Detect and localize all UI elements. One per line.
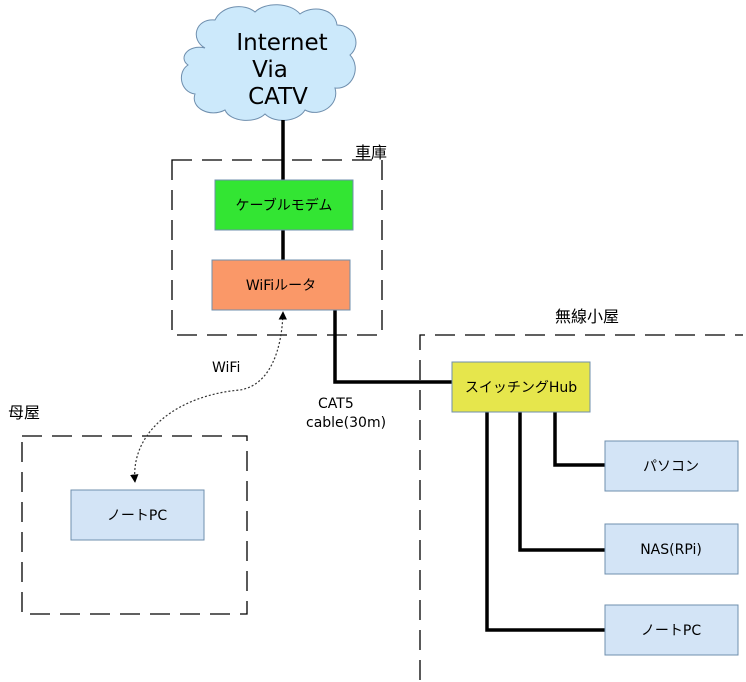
wire-hub-to-nas — [518, 412, 605, 552]
garage-zone-label: 車庫 — [355, 143, 387, 162]
wifi-link — [130, 311, 287, 483]
cable-modem-box — [214, 179, 354, 231]
wifi-label: WiFi — [212, 360, 240, 376]
cable-modem-node: ケーブルモデム — [214, 179, 354, 231]
notebook-house-node: ノートPC — [70, 489, 205, 541]
cloud-line-2: Via — [252, 57, 288, 83]
wifi-router-box — [211, 259, 351, 311]
wire-router-to-hub — [333, 310, 452, 384]
main-house-zone — [21, 435, 248, 615]
radio-shed-zone — [419, 334, 743, 680]
notebook-house-label: ノートPC — [107, 508, 167, 524]
wire-hub-to-notebook — [485, 412, 605, 632]
switching-hub-node: スイッチングHub — [451, 361, 591, 413]
pc-node: パソコン — [604, 440, 739, 492]
cloud-line-3: CATV — [248, 84, 308, 110]
wifi-router-node: WiFiルータ — [211, 259, 351, 311]
switching-hub-label: スイッチングHub — [465, 380, 577, 396]
pc-label: パソコン — [643, 459, 699, 475]
nas-label: NAS(RPi) — [640, 542, 702, 558]
pc-box — [604, 440, 739, 492]
wifi-router-label: WiFiルータ — [246, 278, 316, 294]
switching-hub-box — [451, 361, 591, 413]
notebook-shed-label: ノートPC — [641, 623, 701, 639]
cloud-outline — [180, 4, 357, 121]
cable-modem-label: ケーブルモデム — [236, 197, 333, 214]
wire-hub-to-pc — [553, 412, 605, 467]
internet-cloud: Internet Via CATV — [180, 4, 357, 121]
notebook-house-box — [70, 489, 205, 541]
notebook-shed-node: ノートPC — [604, 604, 739, 656]
cable-label-line-1: CAT5 — [318, 396, 354, 412]
notebook-shed-box — [604, 604, 739, 656]
cable-label-line-2: cable(30m) — [306, 415, 386, 431]
nas-node: NAS(RPi) — [604, 523, 739, 575]
main-house-zone-label: 母屋 — [8, 403, 40, 422]
nas-box — [604, 523, 739, 575]
cloud-line-1: Internet — [236, 30, 327, 56]
radio-shed-zone-label: 無線小屋 — [555, 307, 619, 326]
